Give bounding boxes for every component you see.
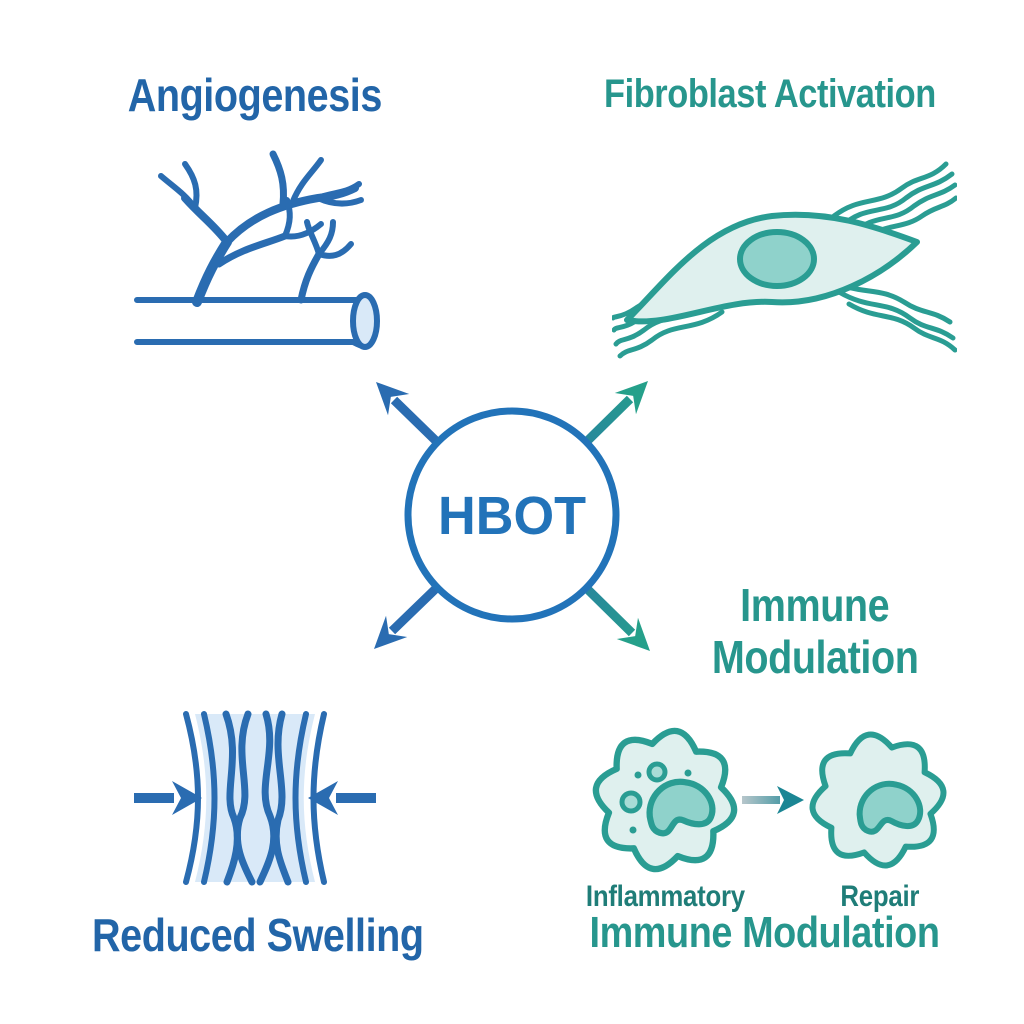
inflammatory-cell-icon [592, 727, 738, 873]
repair-nucleus [856, 780, 924, 835]
fibroblast-activation-title-text: Fibroblast Activation [604, 72, 936, 116]
inward-arrow-right-icon [308, 781, 376, 815]
repair-cell-icon [809, 731, 947, 869]
compressed-vessel-body [195, 714, 315, 882]
angiogenesis-title: Angiogenesis [55, 69, 455, 122]
inflammatory-label: Inflammatory [565, 880, 765, 914]
granule-dot-icon [684, 769, 692, 777]
immune-modulation-mid-title: Immune Modulation [625, 579, 1005, 683]
hbot-hub: HBOT [374, 381, 650, 651]
fibroblast-cell-icon [612, 161, 957, 359]
vessel-branches [158, 150, 364, 307]
repair-label: Repair [790, 880, 970, 914]
reduced-swelling-title: Reduced Swelling [38, 909, 478, 962]
immune-modulation-mid-line1: Immune [740, 579, 890, 631]
granule-ring-icon [619, 790, 643, 814]
granule-ring-icon [646, 761, 668, 783]
inflammatory-label-text: Inflammatory [585, 880, 745, 913]
transition-arrow-icon [742, 786, 804, 814]
blood-vessel-branching-icon [134, 150, 380, 350]
compressed-vessel-icon [134, 710, 376, 886]
inward-arrow-left-icon [134, 781, 202, 815]
angiogenesis-title-text: Angiogenesis [127, 69, 383, 121]
reduced-swelling-title-text: Reduced Swelling [92, 909, 424, 961]
repair-label-text: Repair [840, 880, 920, 913]
hbot-circle [404, 407, 620, 623]
inflammatory-nucleus [646, 778, 716, 837]
fibroblast-activation-title: Fibroblast Activation [545, 72, 995, 117]
immune-modulation-cells [592, 727, 947, 873]
immune-modulation-mid-line2: Modulation [711, 630, 919, 683]
vessel-open-end [350, 292, 380, 350]
vessel-tube [134, 292, 380, 350]
immune-modulation-bottom-title: Immune Modulation [535, 908, 995, 957]
fibroblast-nucleus [737, 229, 817, 289]
granule-dot-icon [629, 826, 637, 834]
hbot-label: HBOT [438, 486, 586, 546]
immune-modulation-bottom-title-text: Immune Modulation [589, 908, 941, 957]
granule-dot-icon [634, 771, 642, 779]
